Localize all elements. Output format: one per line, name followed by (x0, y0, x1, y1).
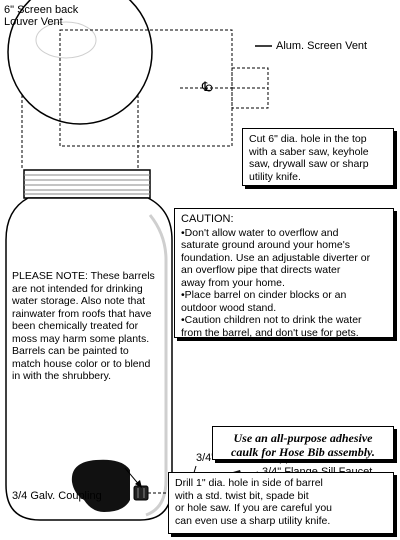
projection-lines (21, 95, 139, 170)
drill-hole-shadow (71, 459, 130, 512)
louver-vent-label: 6" Screen back Louver Vent (4, 4, 79, 28)
cut-hole-note: Cut 6" dia. hole in the top with a saber… (242, 128, 394, 186)
hose-bib-caulk-note: Use an all-purpose adhesive caulk for Ho… (212, 426, 394, 460)
centerline-mark (205, 84, 213, 92)
caution-title: CAUTION: (181, 213, 234, 225)
drill-note-line: can even use a sharp utility knife. (175, 514, 331, 527)
galv-coupling-label: 3/4 Galv. Coupling (12, 490, 102, 502)
barrel-shade (145, 214, 168, 517)
drill-note-line: Drill 1" dia. hole in side of barrel (175, 477, 323, 489)
barrel-body (5, 197, 173, 521)
drill-note-line: with a std. twist bit, spade bit (175, 489, 309, 502)
louver-vent (7, 0, 153, 125)
leader-arrow-coupling (135, 480, 142, 488)
please-note: PLEASE NOTE: These barrels are not inten… (12, 270, 155, 382)
drill-note-line: or hole saw. If you are careful you (175, 502, 333, 514)
screen-vent-label: Alum. Screen Vent (276, 40, 368, 52)
centerline-symbol: ℄ (202, 79, 211, 94)
caution-note: CAUTION: •Don't allow water to overflow … (174, 208, 394, 339)
